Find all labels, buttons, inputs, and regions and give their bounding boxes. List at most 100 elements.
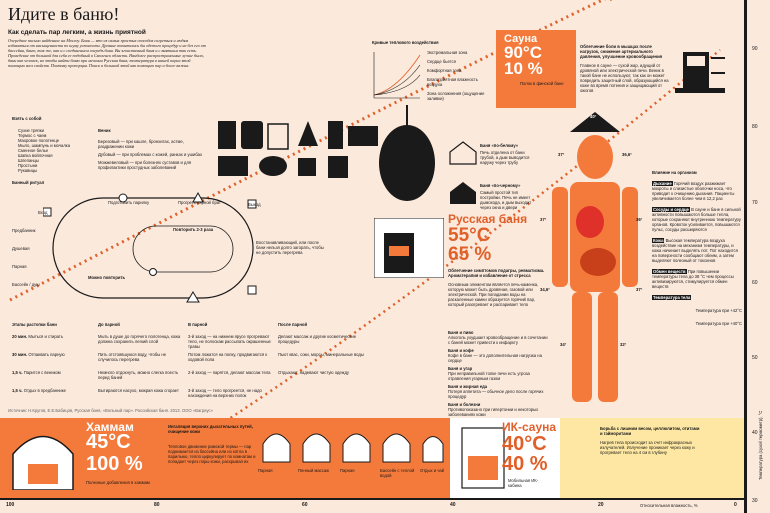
venik-item: Можжевеловый — при болезнях суставов и д… <box>98 160 192 170</box>
russian-card: Русская баня 55°C 65 % Облегчение симпто… <box>448 212 548 307</box>
axis-tick: 80 <box>154 502 160 508</box>
ritual-section: Банный ритуал Предбанник Душевая Парная … <box>8 180 324 320</box>
influence-name: Обмен веществ <box>652 269 687 274</box>
take-with-section: Взять с собой Сухие тряпки Термос с чаем… <box>8 108 398 208</box>
row-time: 20 мин. <box>12 334 28 339</box>
take-item: Сухие тряпки <box>18 128 44 133</box>
prohibited-item: Баня и кофе <box>448 348 474 353</box>
row-label: Отдых в предбаннике <box>23 388 66 393</box>
humidity-axis: 100 80 60 40 20 0 Относительная влажност… <box>0 498 744 513</box>
influence-name: Температура тела <box>652 295 692 300</box>
ritual-legend-item: Бассейн / душ <box>12 282 40 287</box>
banya-white-icon <box>449 141 477 165</box>
curves-title: Кривые теплового воздействия <box>372 40 439 45</box>
temp-note: Температура при +42°С <box>695 308 742 313</box>
ritual-legend-item: Парная <box>12 264 27 269</box>
intro-text: Очередное письмо найденное на Мосгоу. Ба… <box>8 38 206 68</box>
row-in: 3-й заход — на нижнем ярусе прогревают т… <box>188 334 271 349</box>
hammam-card: Хаммам 45°C 100 % Полезные добавления в … <box>0 418 450 498</box>
take-item: Шапка войлочная <box>18 153 53 158</box>
influence-title: Влияние на организм <box>652 170 697 175</box>
influence-item: Обмен веществ При повышении температуры … <box>652 269 742 289</box>
banya-type: Баня «по-черному» <box>480 183 521 188</box>
row-before: Пить отстоявшуюся воду, чтобы не случило… <box>98 352 167 362</box>
sauna-stove-icon <box>675 52 725 93</box>
hammam-steps-icons <box>262 433 444 463</box>
ritual-step: Прогреть парной брат <box>178 200 221 205</box>
hammam-step: Бассейн с теплой водой <box>380 468 415 478</box>
body-temp-marker: 36° <box>636 217 643 222</box>
hammam-step: Пенный массаж <box>298 468 330 473</box>
ritual-repeat: Повторить 2-3 раза <box>173 227 214 232</box>
curve-label: Экстремальная зона <box>427 50 468 55</box>
influence-text: При повышении температуры тела до 38 °С … <box>652 269 734 289</box>
hammam-dome-icon <box>12 435 74 490</box>
hammam-icon-label: Полезные добавления в хаммам <box>86 480 150 485</box>
sauna-icon-label: Полок в финской бане <box>520 81 564 86</box>
body-temp-marker: 37° <box>636 287 643 292</box>
influence-text: Горячий воздух разжижает мокроты и слизи… <box>652 181 735 201</box>
ik-info: Борьба с лишним весом, целлюлитом, отита… <box>600 426 700 455</box>
banya-type: Баня «по-белому» <box>480 143 519 148</box>
axis-tick: 40 <box>752 430 758 436</box>
ritual-repeat2: Можно повторить <box>88 275 126 280</box>
prohibited-item: Баня и жирная еда <box>448 384 488 389</box>
footnote: Источник: Н.Кругов, Е.Е.Бабицов, Русская… <box>8 408 213 413</box>
ik-effect: Борьба с лишним весом, целлюлитом, отита… <box>600 426 700 436</box>
table-row: 1,5 ч. Парится с веником <box>12 370 94 375</box>
ik-card <box>560 418 744 498</box>
axis-label: Температура (сухой термометр), °С <box>758 410 763 480</box>
ik-desc: Нагрев тела происходит за счет инфракрас… <box>600 440 695 455</box>
axis-tick: 20 <box>598 502 604 508</box>
curve-label: Комфортная зона <box>427 68 462 73</box>
ritual-step: Вход <box>38 210 48 215</box>
influence-item: Температура тела <box>652 295 742 300</box>
axis-label: Относительная влажность, % <box>640 503 698 508</box>
ik-temp: 40°C <box>502 433 547 455</box>
row-in: 3-й заход — тело прогреется, не надо нах… <box>188 388 262 398</box>
prohibited-desc: Потеря аппетита — обычное дело после гор… <box>448 389 544 399</box>
influence-item: Кожа Высокая температура воздуха воздейс… <box>652 238 742 263</box>
ritual-title: Банный ритуал <box>12 180 45 185</box>
hammam-humidity: 100 % <box>86 453 143 475</box>
russian-types: Баня «по-белому» Печь отделена от бани т… <box>448 140 538 210</box>
prohibited-item: Баня и пиво <box>448 330 474 335</box>
table-row: 1,5 ч. Отдых в предбаннике <box>12 388 94 393</box>
take-item: Шлепанцы <box>18 158 39 163</box>
russian-desc: Основным элементом является печь-каменка… <box>448 282 539 307</box>
influence-item: Дыхание Горячий воздух разжижает мокроты… <box>652 181 742 201</box>
axis-tick: 30 <box>752 498 758 504</box>
take-item: Мыло, шампунь и мочалка <box>18 143 71 148</box>
curves-graph <box>373 52 421 99</box>
body-temp-marker: 34,6° <box>540 287 550 292</box>
axis-tick: 90 <box>752 46 758 52</box>
hammam-step: Парная <box>258 468 273 473</box>
hammam-step: Отдых и чай <box>420 468 445 473</box>
axis-tick: 100 <box>6 502 15 508</box>
sauna-card: Сауна 90°C 10 % Полок в финской бане <box>496 30 576 108</box>
axis-tick: 0 <box>734 502 737 508</box>
prohibited-desc: При неправильной топке печи есть угроза … <box>448 371 530 381</box>
influence-text: В сауне и бане в сильной активности повы… <box>652 207 741 232</box>
body-temp-marker: 37° <box>540 217 547 222</box>
ritual-note: Восстанавливающий, или после бани нельзя… <box>256 240 324 255</box>
hammam-effect: Ингаляция верхних дыхательных путей, очи… <box>168 424 253 434</box>
curve-label: Сердце бьется <box>427 59 456 64</box>
row-label: Мыться и стирать <box>28 334 64 339</box>
stages-header: В парной <box>188 322 208 327</box>
body-temps: 40° 37° 36,6° 37° 36° 34,6° 37° 34° 32° <box>540 112 650 417</box>
prohibited-list: Баня и пиво Алкоголь ухудшает кровообращ… <box>448 330 548 417</box>
prohibited-desc: Кофе в бане — это дополнительная нагрузк… <box>448 353 542 363</box>
ik-name: ИК-сауна <box>502 420 557 434</box>
hammam-step: Парная <box>340 468 355 473</box>
take-with-title: Взять с собой <box>12 116 42 121</box>
row-time: 1,5 ч. <box>12 370 23 375</box>
body-temp-marker: 34° <box>560 342 567 347</box>
curve-label: Благоприятная влажность воздуха <box>427 77 478 87</box>
page-subtitle: Как сделать пар легким, а жизнь приятной <box>8 29 146 36</box>
russian-name: Русская баня <box>448 212 528 226</box>
row-in: Потом ложатся на полку, продвигаются к х… <box>188 352 268 362</box>
table-row: 30 мин. Отпаивать парную <box>12 352 94 357</box>
axis-tick: 80 <box>752 124 758 130</box>
